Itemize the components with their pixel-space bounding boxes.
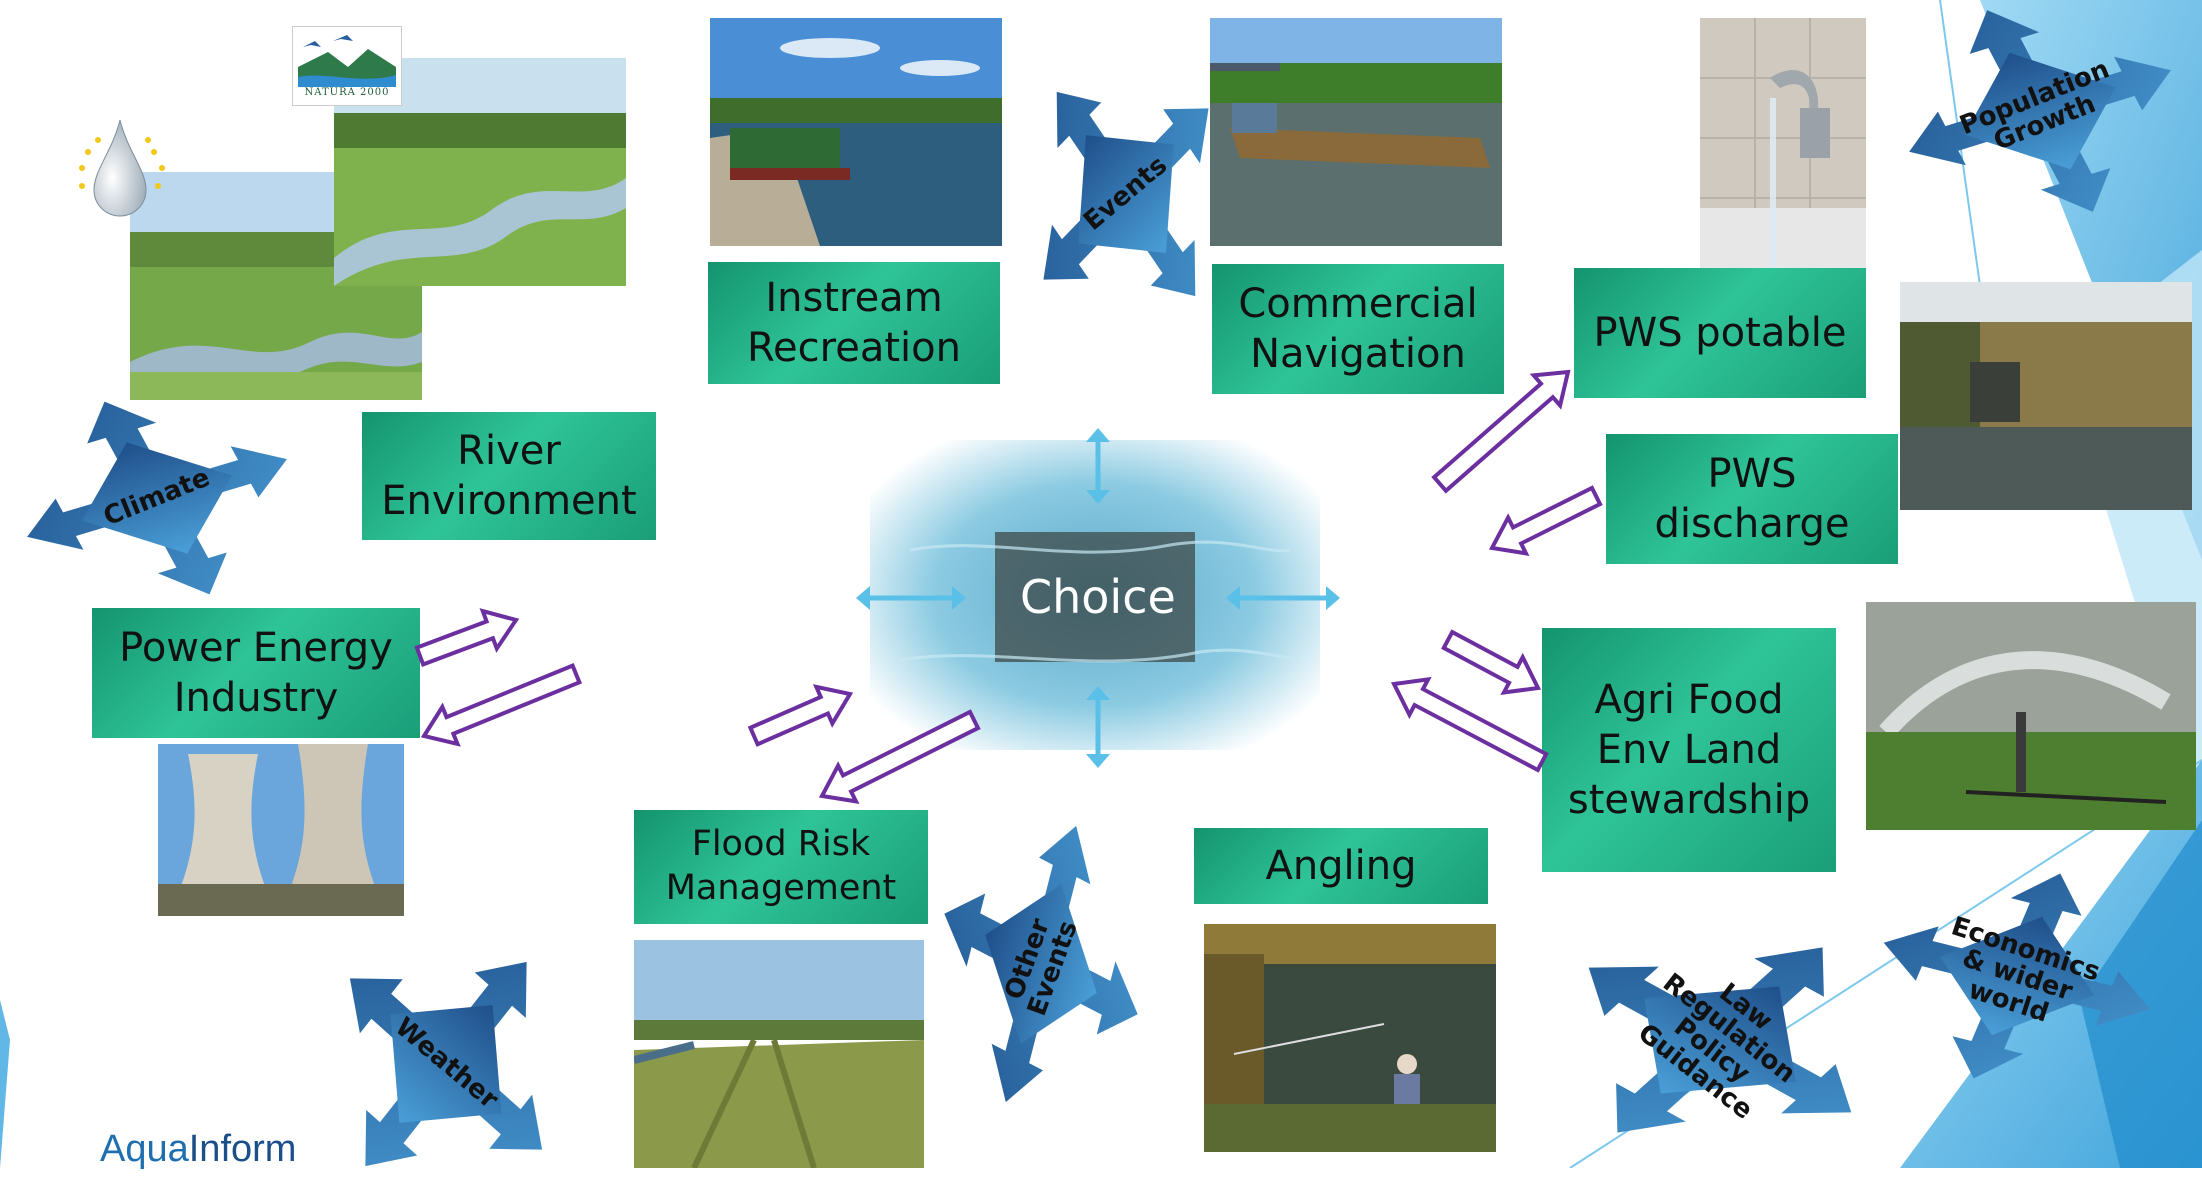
pws-discharge-label: PWS discharge: [1654, 451, 1850, 547]
cooling-towers-photo: [158, 744, 404, 916]
canal-boat-photo: [710, 18, 1002, 246]
four-way-arrow-hub: [1078, 135, 1174, 253]
natura-logo-text: NATURA 2000: [304, 87, 390, 98]
other-events-driver-arrow: Other Events: [936, 814, 1146, 1114]
angler-photo: [1204, 924, 1496, 1152]
four-way-arrow-hub: [985, 884, 1097, 1044]
four-way-arrow-shape: [1588, 947, 1852, 1133]
power-energy-industry-label: Power Energy Industry: [119, 625, 393, 721]
four-way-arrow-hub: [1964, 52, 2116, 170]
four-way-arrow-hub: [1644, 986, 1796, 1094]
pws-potable-label: PWS potable: [1593, 310, 1847, 356]
four-way-arrow-shape: [27, 401, 287, 595]
natura-logo: NATURA 2000: [292, 26, 402, 106]
barge-photo: [1210, 18, 1502, 246]
power-energy-industry-box: Power Energy Industry: [92, 608, 420, 738]
discharge-photo: [1900, 282, 2192, 510]
flood-risk-management-box: Flood Risk Management: [634, 810, 928, 924]
pws-discharge-box: PWS discharge: [1606, 434, 1898, 564]
flood-risk-management-label: Flood Risk Management: [665, 824, 897, 908]
climate-driver-arrow: Climate: [14, 392, 300, 604]
law-regulation-driver-arrow: Law Regulation Policy Guidance: [1550, 920, 1890, 1160]
instream-recreation-label: Instream Recreation: [747, 275, 961, 371]
angling-box: Angling: [1194, 828, 1488, 904]
four-way-arrow-hub: [81, 442, 233, 554]
agri-food-label: Agri Food Env Land stewardship: [1567, 677, 1811, 823]
sprinkler-photo: [1866, 602, 2196, 830]
economics-driver-arrow: Economics & wider world: [1874, 866, 2160, 1086]
four-way-arrow-hub: [390, 1005, 502, 1123]
natura-river-photo: [334, 58, 626, 286]
tap-photo: [1700, 18, 1866, 268]
four-way-arrow-shape: [1909, 10, 2171, 212]
brand-part2: Inform: [188, 1128, 297, 1170]
choice-label: Choice: [1020, 570, 1176, 624]
eu-water-drop-logo: [68, 112, 188, 222]
brand-part1: Aqua: [100, 1128, 189, 1170]
flood-bank-photo: [634, 940, 924, 1168]
population-growth-driver-arrow: Population Growth: [1896, 0, 2184, 222]
pws-potable-box: PWS potable: [1574, 268, 1866, 398]
river-environment-box: River Environment: [362, 412, 656, 540]
four-way-arrow-shape: [944, 825, 1138, 1103]
agri-food-box: Agri Food Env Land stewardship: [1542, 628, 1836, 872]
events-driver-arrow: Events: [1016, 58, 1236, 330]
aquainform-brand: AquaInform: [100, 1128, 296, 1171]
river-environment-label: River Environment: [381, 428, 637, 524]
commercial-navigation-label: Commercial Navigation: [1238, 281, 1478, 377]
four-way-arrow-shape: [1883, 873, 2151, 1079]
four-way-arrow-hub: [1940, 916, 2094, 1036]
instream-recreation-box: Instream Recreation: [708, 262, 1000, 384]
four-way-arrow-shape: [1043, 91, 1209, 297]
weather-driver-arrow: Weather: [318, 928, 574, 1200]
angling-label: Angling: [1265, 843, 1417, 889]
four-way-arrow-shape: [349, 961, 543, 1167]
commercial-navigation-box: Commercial Navigation: [1212, 264, 1504, 394]
